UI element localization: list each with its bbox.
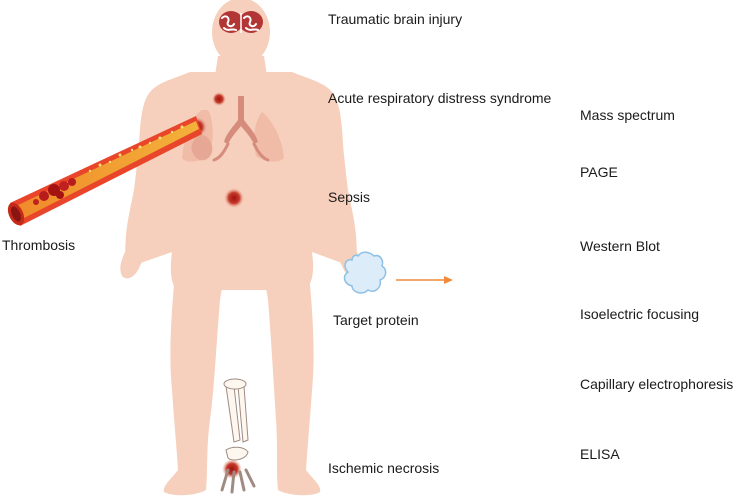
method-label-western-blot: Western Blot xyxy=(580,238,660,254)
blood-vessel xyxy=(7,116,202,226)
label-sepsis: Sepsis xyxy=(328,189,371,205)
method-label-isoelectric-focusing: Isoelectric focusing xyxy=(580,306,700,322)
neck xyxy=(214,56,268,88)
method-label-elisa: ELISA xyxy=(580,446,620,462)
leg-bones xyxy=(220,378,256,494)
clot xyxy=(33,178,76,205)
right-leg xyxy=(262,245,321,496)
label-ischemic-necrosis: Ischemic necrosis xyxy=(328,460,440,476)
methods-bracket xyxy=(457,115,566,457)
target-protein-icon xyxy=(343,251,387,294)
heart xyxy=(191,134,213,161)
method-label-mass-spectrum: Mass spectrum xyxy=(580,107,675,123)
method-label-capillary-electrophoresis: Capillary electrophoresis xyxy=(580,376,734,392)
trachea xyxy=(224,96,258,144)
callout-lines xyxy=(219,19,320,470)
right-arm xyxy=(320,95,362,279)
bronchi xyxy=(212,142,270,162)
arrow-to-methods xyxy=(396,276,453,284)
label-target-protein: Target protein xyxy=(333,312,419,328)
method-label-page: PAGE xyxy=(580,164,618,180)
label-traumatic-brain-injury: Traumatic brain injury xyxy=(328,11,463,27)
right-lung xyxy=(254,112,284,162)
brain xyxy=(219,11,263,33)
label-ards: Acute respiratory distress syndrome xyxy=(328,90,552,106)
human-body xyxy=(120,0,362,496)
left-leg xyxy=(163,245,226,496)
label-thrombosis: Thrombosis xyxy=(2,237,76,253)
